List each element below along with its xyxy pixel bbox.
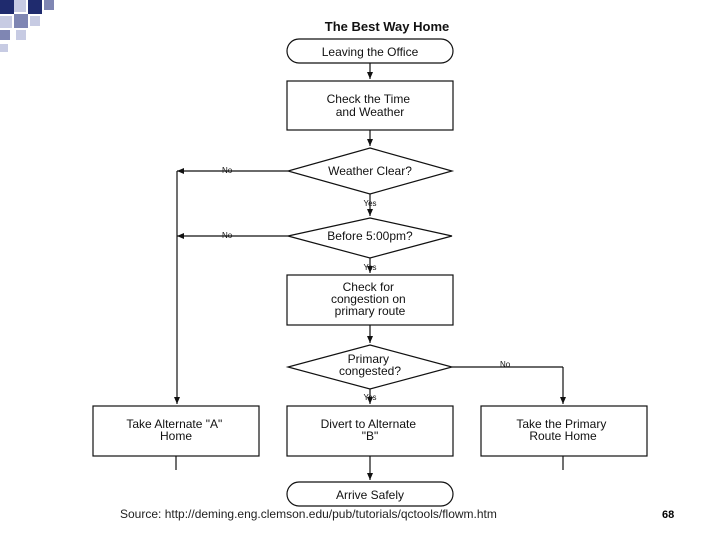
- congestion-line-3: primary route: [335, 304, 406, 318]
- check-time-line-1: Check the Time: [327, 92, 411, 106]
- weather-no-label: No: [222, 166, 233, 175]
- primary-line-1: Take the Primary: [516, 417, 606, 431]
- deco-square: [14, 14, 28, 28]
- check-time-line-2: and Weather: [336, 105, 405, 119]
- deco-square: [0, 30, 10, 40]
- primary-route-box-shape: [480, 405, 648, 457]
- congestion-line-1: Check for: [343, 280, 394, 294]
- alt-b-line-2: "B": [362, 429, 379, 443]
- weather-yes-label: Yes: [363, 199, 376, 208]
- start-terminator-label: Leaving the Office: [322, 45, 419, 59]
- deco-square: [0, 44, 8, 52]
- source-citation: Source: http://deming.eng.clemson.edu/pu…: [120, 507, 497, 521]
- congested-no-label: No: [500, 360, 511, 369]
- alt-b-line-1: Divert to Alternate: [321, 417, 417, 431]
- alt-a-line-2: Home: [160, 429, 192, 443]
- alternate-a-box-shape: [92, 405, 260, 457]
- before-yes-label: Yes: [363, 263, 376, 272]
- alternate-a-label: Take Alternate "A" Home: [126, 417, 225, 443]
- primary-line-2: Route Home: [529, 429, 597, 443]
- deco-square: [16, 30, 26, 40]
- congested-line-1: Primary: [348, 352, 389, 366]
- congested-line-2: congested?: [339, 364, 401, 378]
- alternate-b-box-shape: [286, 405, 454, 457]
- congested-decision-label: Primary congested?: [339, 352, 401, 378]
- primary-route-label: Take the Primary Route Home: [516, 417, 609, 443]
- deco-square: [0, 0, 14, 14]
- end-terminator-shape: [286, 481, 454, 507]
- check-time-process-label: Check the Time and Weather: [327, 92, 414, 119]
- deco-square: [28, 0, 42, 14]
- flowchart-title: The Best Way Home: [325, 19, 450, 34]
- deco-square: [44, 0, 54, 10]
- deco-square: [0, 16, 12, 28]
- before-no-label: No: [222, 231, 233, 240]
- congestion-line-2: congestion on: [331, 292, 406, 306]
- before-decision-label: Before 5:00pm?: [327, 229, 413, 243]
- congestion-process-shape: [286, 274, 454, 326]
- congestion-process-label: Check for congestion on primary route: [331, 280, 409, 318]
- page-number: 68: [662, 509, 675, 521]
- check-time-process-shape: [286, 80, 454, 131]
- deco-square: [30, 16, 40, 26]
- alt-a-line-1: Take Alternate "A": [126, 417, 222, 431]
- deco-square: [14, 0, 26, 12]
- alternate-b-label: Divert to Alternate "B": [321, 417, 420, 443]
- end-terminator-label: Arrive Safely: [336, 488, 404, 502]
- weather-decision-label: Weather Clear?: [328, 164, 412, 178]
- congested-yes-label: Yes: [363, 393, 376, 402]
